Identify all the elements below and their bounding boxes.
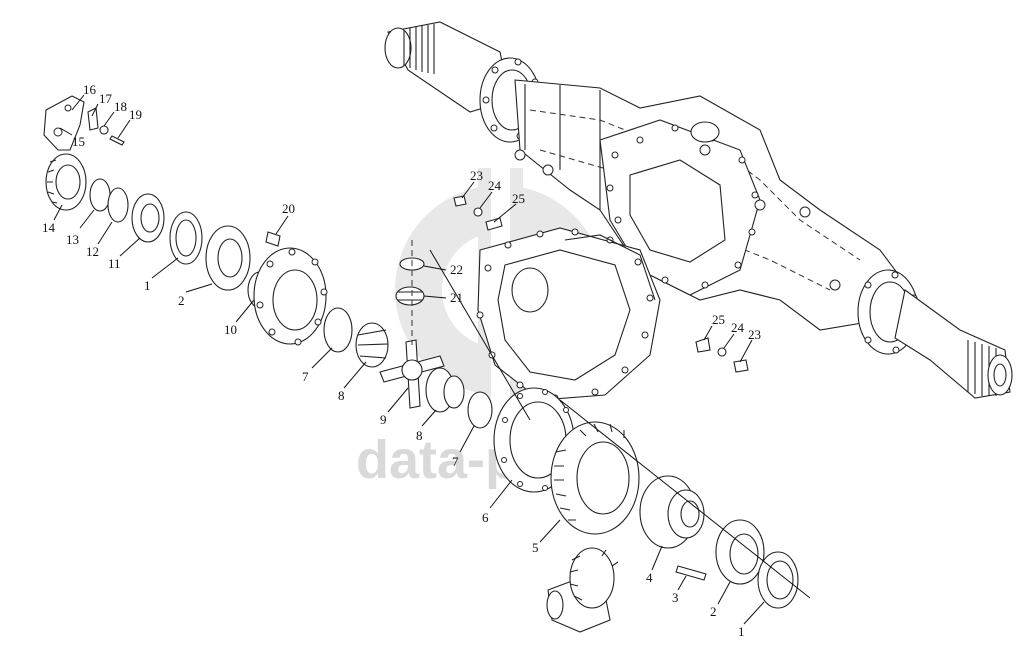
callout-23-top: 23 — [470, 168, 483, 183]
part-10-differential-case-half — [247, 247, 328, 346]
part-24-washer-right — [717, 347, 727, 357]
callout-11: 11 — [108, 256, 121, 271]
part-12-ring — [107, 187, 129, 223]
callout-8-left: 8 — [338, 388, 345, 403]
callout-19: 19 — [129, 107, 142, 122]
part-11-sleeve — [131, 193, 165, 243]
callout-10: 10 — [224, 322, 237, 337]
drive-pinion — [546, 547, 619, 633]
axle-housing — [384, 21, 1013, 399]
callout-22: 22 — [450, 262, 463, 277]
leader-lines — [53, 94, 811, 625]
callout-8-right: 8 — [416, 428, 423, 443]
part-19 — [109, 135, 125, 146]
part-4-case — [639, 475, 705, 549]
callout-20: 20 — [282, 201, 295, 216]
part-23-bolt-right — [733, 359, 749, 373]
part-23-bolt-top — [453, 195, 467, 207]
part-14-coupling — [45, 153, 87, 211]
part-8-side-gear-right — [425, 367, 465, 413]
part-2-bearing-left — [205, 225, 251, 291]
callout-labels: 16 17 18 19 15 14 13 12 11 1 2 10 20 7 8… — [42, 82, 761, 639]
callout-3: 3 — [672, 590, 679, 605]
part-8-side-gear-left — [355, 322, 389, 368]
part-9-spider — [379, 339, 445, 409]
part-25-lock-top — [485, 217, 503, 231]
callout-25-right: 25 — [712, 312, 725, 327]
part-20-bolt — [265, 231, 281, 247]
part-21-pinion-gear — [395, 286, 425, 306]
part-1-bearing-left — [169, 211, 203, 265]
part-25-lock-right — [695, 337, 711, 353]
callout-1-right: 1 — [738, 624, 745, 639]
part-24-washer-top — [473, 207, 483, 217]
differential-carrier — [476, 227, 661, 402]
callout-6: 6 — [482, 510, 489, 525]
part-3-bolt — [675, 565, 707, 581]
callout-25-top: 25 — [512, 191, 525, 206]
right-axle-spindle — [857, 269, 1013, 399]
part-7-thrust-washer-left — [323, 307, 353, 353]
callout-9: 9 — [380, 412, 387, 427]
callout-1-left: 1 — [144, 278, 151, 293]
callout-15: 15 — [72, 134, 85, 149]
callout-7-right: 7 — [452, 454, 459, 469]
callout-16: 16 — [83, 82, 97, 97]
callout-2-right: 2 — [710, 604, 717, 619]
callout-18: 18 — [114, 99, 127, 114]
callout-17: 17 — [99, 91, 113, 106]
shift-fork-assembly — [43, 95, 85, 151]
part-5-ring-gear — [550, 421, 640, 535]
callout-5: 5 — [532, 540, 539, 555]
callout-24-top: 24 — [488, 178, 502, 193]
callout-24-right: 24 — [731, 320, 745, 335]
part-1-cup-right — [757, 551, 799, 609]
part-13-ring — [89, 178, 111, 212]
callout-14: 14 — [42, 220, 56, 235]
callout-4: 4 — [646, 570, 653, 585]
part-2-bearing-right — [715, 519, 765, 585]
callout-13: 13 — [66, 232, 79, 247]
part-7-thrust-washer-right — [467, 391, 493, 429]
callout-21: 21 — [450, 290, 463, 305]
callout-7-left: 7 — [302, 369, 309, 384]
callout-12: 12 — [86, 244, 99, 259]
part-17 — [87, 107, 99, 131]
part-18 — [99, 125, 109, 135]
callout-23-right: 23 — [748, 327, 761, 342]
callout-2-left: 2 — [178, 293, 185, 308]
